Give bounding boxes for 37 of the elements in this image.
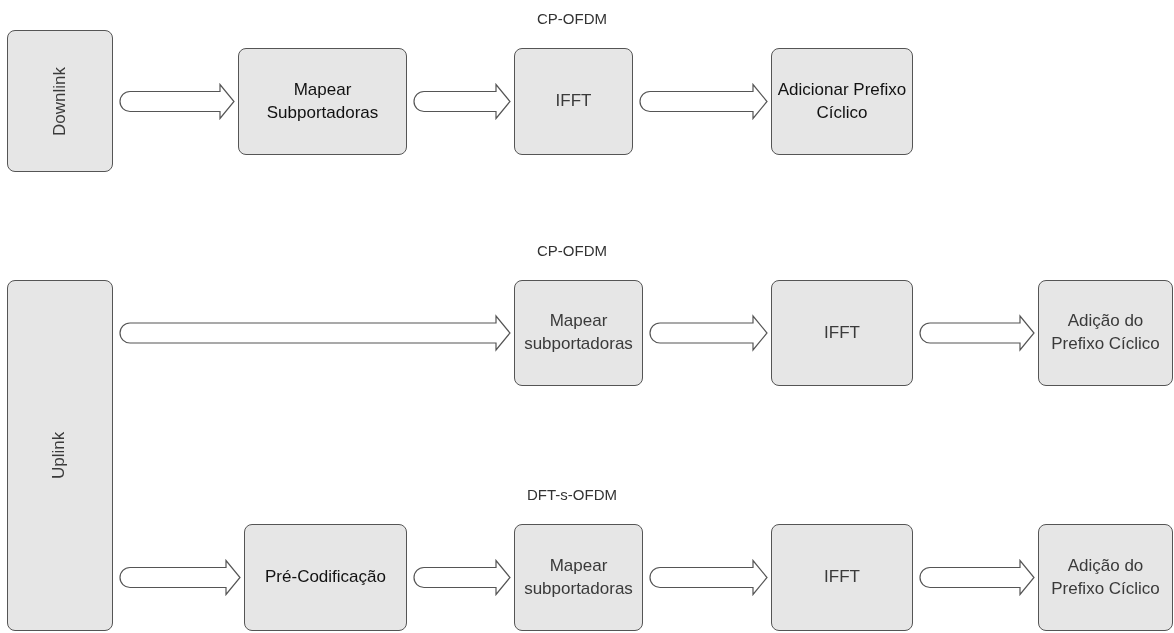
section-heading: CP-OFDM xyxy=(536,241,608,261)
process-box xyxy=(771,524,913,631)
block-arrow xyxy=(119,83,235,120)
box-label: Uplink xyxy=(48,431,70,480)
box-label: Pré-Codificação xyxy=(264,566,387,589)
process-box xyxy=(514,48,633,155)
process-box xyxy=(771,48,913,155)
box-label: Mapear subportadoras xyxy=(523,554,634,600)
process-box xyxy=(1038,524,1173,631)
box-label: Downlink xyxy=(48,66,70,136)
box-label: Adicionar Prefixo Cíclico xyxy=(776,78,908,124)
box-label: Mapear subportadoras xyxy=(523,310,634,355)
block-arrow xyxy=(919,315,1035,351)
process-box xyxy=(514,524,643,631)
section-heading: DFT-s-OFDM xyxy=(526,485,618,505)
box-label: IFFT xyxy=(823,321,861,344)
process-box xyxy=(238,48,407,155)
box-label: Adição do Prefixo Cíclico xyxy=(1050,310,1161,355)
box-label: IFFT xyxy=(554,90,593,113)
block-arrow xyxy=(413,83,511,120)
block-arrow xyxy=(639,83,768,120)
process-box xyxy=(7,280,113,631)
process-box xyxy=(771,280,913,386)
process-box xyxy=(244,524,407,631)
process-box xyxy=(7,30,113,172)
process-box xyxy=(1038,280,1173,386)
box-label: Mapear Subportadoras xyxy=(265,78,380,124)
block-arrow xyxy=(119,559,241,596)
process-box xyxy=(514,280,643,386)
block-arrow xyxy=(649,559,768,596)
box-label: Adição do Prefixo Cíclico xyxy=(1050,554,1161,600)
box-label: IFFT xyxy=(823,566,861,589)
block-arrow xyxy=(649,315,768,351)
section-heading: CP-OFDM xyxy=(536,9,608,29)
block-arrow xyxy=(919,559,1035,596)
block-arrow xyxy=(119,315,511,351)
block-arrow xyxy=(413,559,511,596)
